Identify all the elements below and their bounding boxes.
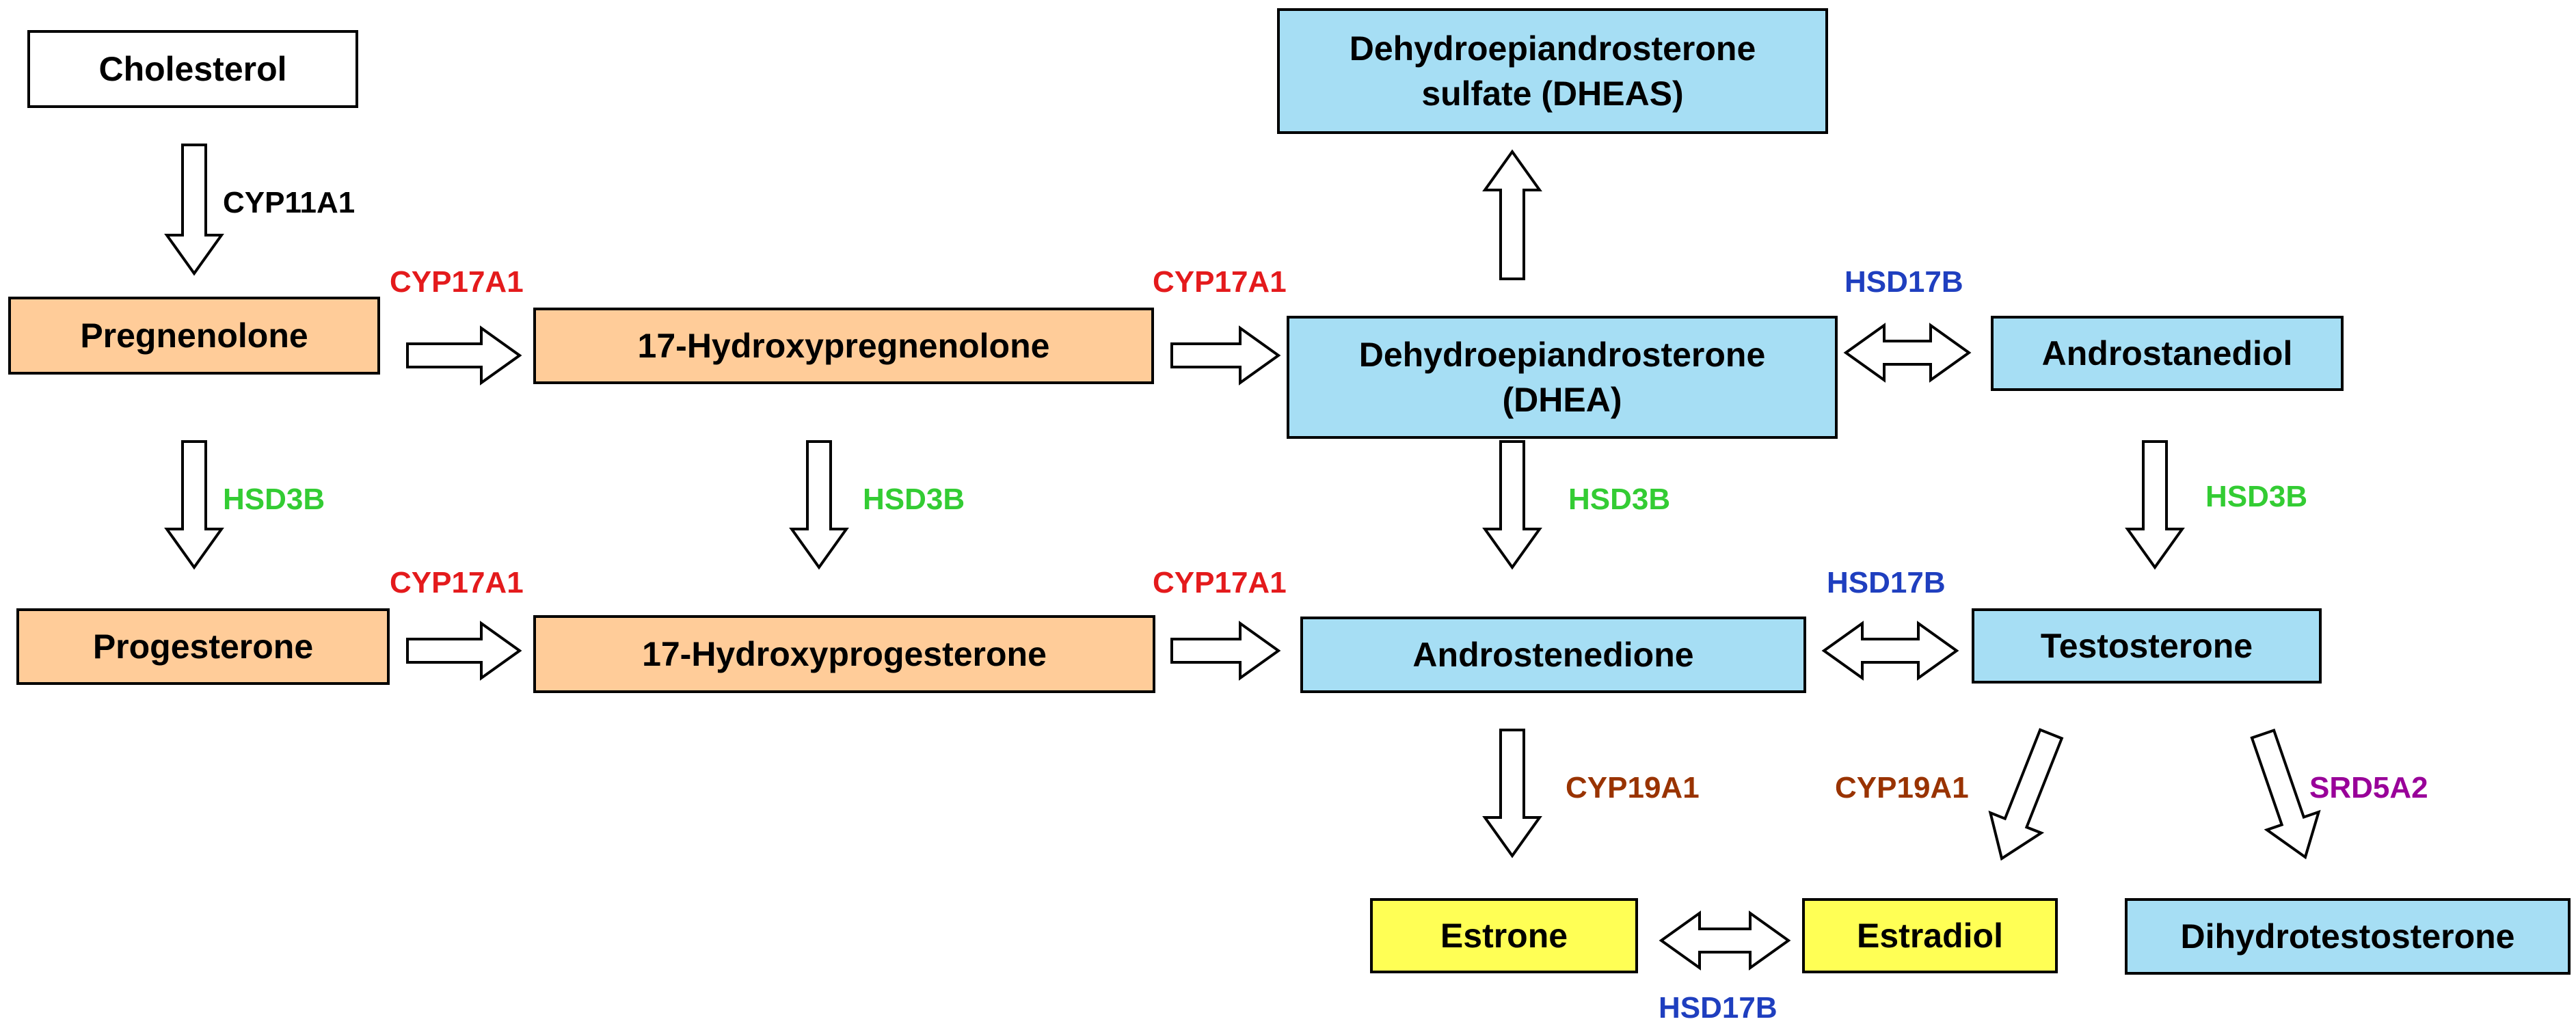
node-pregnenolone-label: Pregnenolone [80,316,308,355]
node-androstenedione-label: Androstenedione [1412,636,1694,674]
node-17-hydroxypregnenolone-label: 17-Hydroxypregnenolone [637,327,1050,365]
arrow-17-hydroxypregnenolone-to-dhea [1170,325,1281,385]
node-dihydrotestosterone: Dihydrotestosterone [2125,898,2571,975]
node-cholesterol: Cholesterol [27,30,358,108]
arrow-dhea-to-androstenedione [1482,440,1542,570]
node-dhea: Dehydroepiandrosterone (DHEA) [1287,316,1838,439]
arrow-androstenedione-testosterone-bidirectional [1821,621,1959,681]
arrow-estrone-estradiol-bidirectional [1659,910,1791,971]
enzyme-hsd3b-pregnenolone: HSD3B [223,483,325,516]
node-androstanediol: Androstanediol [1991,316,2344,391]
node-dheas: Dehydroepiandrosterone sulfate (DHEAS) [1277,8,1828,134]
enzyme-hsd17b-dhea-androstanediol: HSD17B [1844,265,1963,299]
node-progesterone-label: Progesterone [92,627,314,666]
arrow-17-hydroxyprogesterone-to-androstenedione [1170,621,1281,681]
arrow-pregnenolone-to-progesterone [164,440,224,570]
node-17-hydroxyprogesterone-label: 17-Hydroxyprogesterone [642,635,1047,673]
arrow-dhea-androstanediol-bidirectional [1843,323,1972,383]
node-androstenedione: Androstenedione [1300,617,1806,693]
node-estradiol-label: Estradiol [1857,917,2003,955]
node-estradiol: Estradiol [1802,898,2058,973]
arrow-dhea-to-dheas [1482,149,1542,280]
node-testosterone: Testosterone [1972,608,2322,684]
node-dhea-label-line1: Dehydroepiandrosterone [1358,336,1766,374]
arrow-testosterone-to-dihydrotestosterone [2250,728,2321,860]
enzyme-hsd3b-dhea: HSD3B [1568,483,1671,516]
arrow-androstanediol-to-testosterone [2125,440,2185,570]
node-17-hydroxypregnenolone: 17-Hydroxypregnenolone [533,308,1154,384]
enzyme-cyp11a1: CYP11A1 [223,186,355,219]
arrow-testosterone-to-estradiol [1988,728,2064,861]
node-pregnenolone: Pregnenolone [8,297,380,375]
enzyme-cyp17a1-pregnenolone: CYP17A1 [390,265,524,299]
node-cholesterol-label: Cholesterol [98,50,287,88]
enzyme-cyp17a1-17-hydroxyprogesterone: CYP17A1 [1153,566,1287,599]
arrow-progesterone-to-17-hydroxyprogesterone [406,621,522,681]
node-17-hydroxyprogesterone: 17-Hydroxyprogesterone [533,615,1155,693]
arrow-cholesterol-to-pregnenolone [164,144,224,276]
node-androstanediol-label: Androstanediol [2041,334,2293,373]
enzyme-cyp19a1-testosterone: CYP19A1 [1835,771,1969,804]
enzyme-srd5a2: SRD5A2 [2309,771,2428,804]
node-testosterone-label: Testosterone [2040,627,2253,665]
enzyme-cyp17a1-17-hydroxypregnenolone: CYP17A1 [1153,265,1287,299]
enzyme-hsd3b-17-hydroxypregnenolone: HSD3B [863,483,965,516]
node-estrone: Estrone [1370,898,1638,973]
enzyme-hsd3b-androstanediol: HSD3B [2205,480,2308,513]
arrow-androstenedione-to-estrone [1482,729,1542,858]
node-estrone-label: Estrone [1440,917,1568,955]
node-dihydrotestosterone-label: Dihydrotestosterone [2180,917,2515,956]
node-progesterone: Progesterone [16,608,390,685]
enzyme-hsd17b-androstenedione-testosterone: HSD17B [1827,566,1946,599]
node-dheas-label-line2: sulfate (DHEAS) [1421,75,1684,113]
enzyme-hsd17b-estrone-estradiol: HSD17B [1659,991,1777,1025]
node-dheas-label-line1: Dehydroepiandrosterone [1349,29,1756,68]
node-dhea-label-line2: (DHEA) [1502,381,1622,419]
arrow-pregnenolone-to-17-hydroxypregnenolone [406,325,522,385]
arrow-17-hydroxypregnenolone-to-17-hydroxyprogesterone [789,440,849,570]
enzyme-cyp17a1-progesterone: CYP17A1 [390,566,524,599]
enzyme-cyp19a1-androstenedione: CYP19A1 [1566,771,1700,804]
